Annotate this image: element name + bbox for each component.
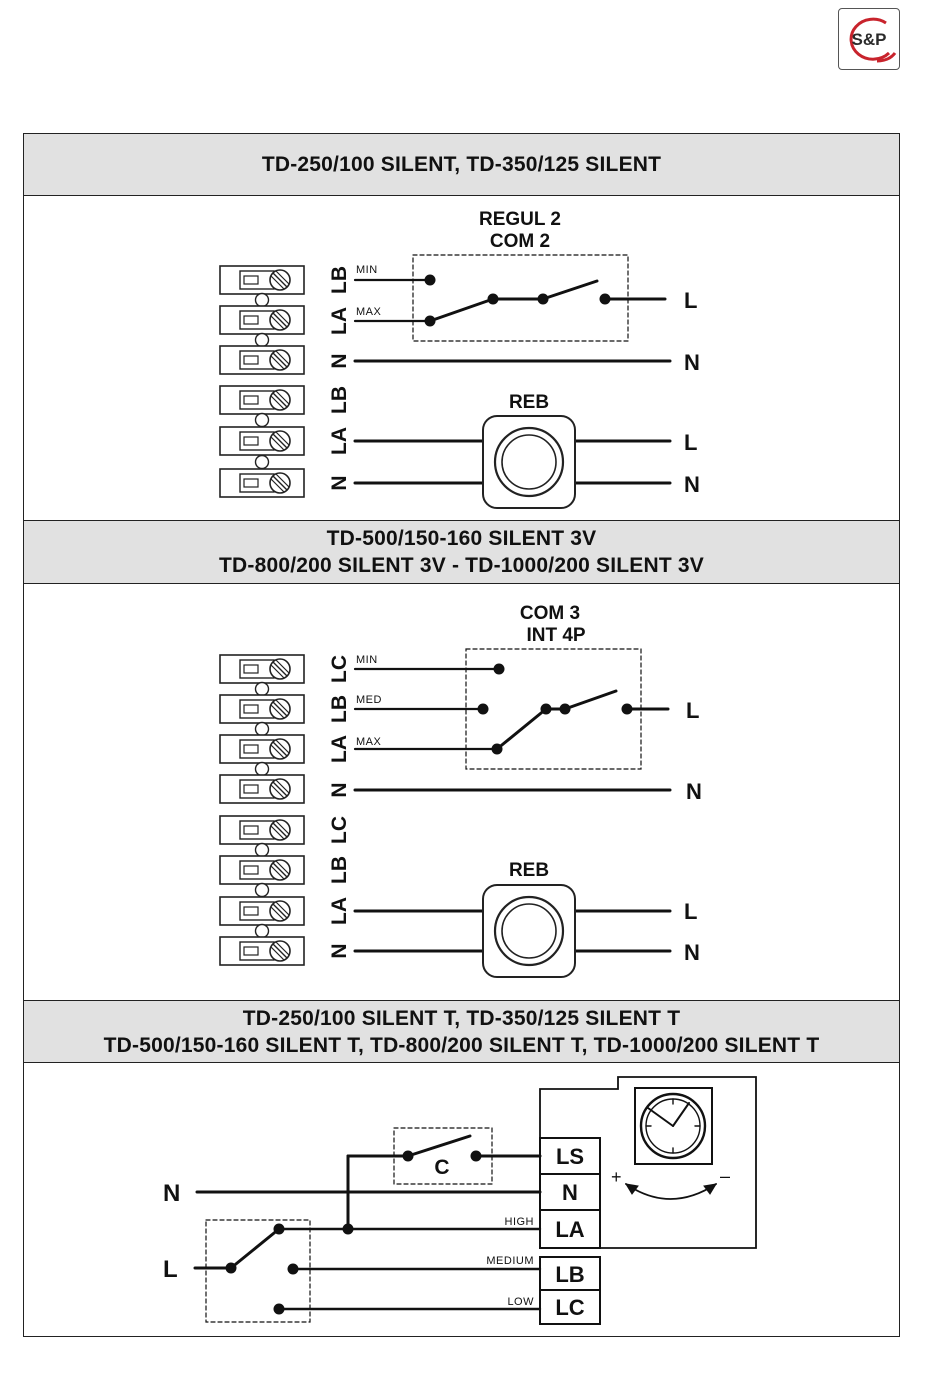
section-1-header: TD-250/100 SILENT, TD-350/125 SILENT — [24, 133, 899, 196]
wire-label-medium: MEDIUM — [486, 1255, 534, 1267]
terminal-block-n — [218, 467, 306, 499]
reb-speed-controller — [481, 883, 577, 979]
output-label-n: N — [684, 472, 700, 497]
terminal-label-n: N — [328, 475, 351, 490]
terminal-label-la: LA — [328, 427, 351, 455]
terminal-label-n: N — [328, 353, 351, 368]
switch-lever — [428, 297, 495, 323]
brand-logo: S&P — [838, 8, 900, 70]
terminal-block-la — [218, 425, 306, 457]
terminal-label-lc: LC — [328, 655, 351, 683]
terminal-label-ls: LS — [556, 1144, 584, 1169]
terminal-label-lb: LB — [555, 1262, 584, 1287]
wire-label-high: HIGH — [505, 1216, 535, 1228]
terminal-block-lb — [218, 854, 306, 886]
reb-speed-controller — [481, 414, 577, 510]
terminal-block-la — [218, 895, 306, 927]
section-3-title-line-2: TD-500/150-160 SILENT T, TD-800/200 SILE… — [103, 1033, 820, 1057]
switch-box-regul — [412, 254, 629, 342]
wire-label-min: MIN — [356, 654, 378, 666]
section-1-switch-diagram — [218, 254, 672, 376]
terminal-block-la — [218, 733, 306, 765]
terminal-block-lb — [218, 693, 306, 725]
output-label-l: L — [686, 698, 699, 723]
switch-title-line-1: COM 3 — [520, 603, 580, 624]
terminal-block-lc — [218, 814, 306, 846]
switch-lever — [541, 279, 599, 301]
wire-label-min: MIN — [356, 264, 378, 276]
terminal-block-lc — [218, 653, 306, 685]
section-3-title-line-1: TD-250/100 SILENT T, TD-350/125 SILENT T — [242, 1006, 681, 1030]
terminal-label-la: LA — [328, 735, 351, 763]
terminal-block-n — [218, 773, 306, 805]
terminal-label-n: N — [562, 1180, 578, 1205]
terminal-block-n — [218, 344, 306, 376]
reb-label: REB — [509, 860, 549, 881]
contact-label-c: C — [434, 1156, 449, 1179]
output-label-l: L — [684, 899, 697, 924]
section-3-header: TD-250/100 SILENT T, TD-350/125 SILENT T… — [24, 1000, 899, 1063]
terminal-label-la: LA — [328, 307, 351, 335]
contact-points — [225, 274, 633, 1315]
timer-plus-label: + — [611, 1167, 622, 1187]
wire-label-med: MED — [356, 694, 382, 706]
wire-label-low: LOW — [507, 1296, 534, 1308]
terminal-label-la: LA — [555, 1217, 584, 1242]
switch-title-line-2: INT 4P — [526, 625, 585, 646]
section-2-switch-diagram — [218, 648, 672, 805]
output-label-l: L — [684, 430, 697, 455]
section-2-title-line-2: TD-800/200 SILENT 3V - TD-1000/200 SILEN… — [219, 554, 704, 577]
output-label-n: N — [684, 350, 700, 375]
terminal-label-la: LA — [328, 897, 351, 925]
terminal-block-lb — [218, 384, 306, 416]
section-2-reb-diagram — [218, 814, 672, 979]
logo-mark-icon: S&P — [849, 17, 897, 63]
terminal-label-lb: LB — [328, 386, 351, 414]
logo-text: S&P — [852, 30, 887, 49]
output-label-n: N — [684, 940, 700, 965]
terminal-label-lb: LB — [328, 695, 351, 723]
timer-minus-label: – — [720, 1166, 730, 1186]
section-2-title-line-1: TD-500/150-160 SILENT 3V — [326, 527, 597, 550]
timer-adjust-arc — [625, 1183, 717, 1200]
output-label-l: L — [684, 288, 697, 313]
input-label-l: L — [163, 1256, 178, 1283]
terminal-block-n — [218, 935, 306, 967]
terminal-label-lc: LC — [328, 816, 351, 844]
reb-label: REB — [509, 392, 549, 413]
terminal-label-lc: LC — [555, 1295, 584, 1320]
terminal-label-n: N — [328, 943, 351, 958]
timer-clock-icon — [634, 1087, 713, 1165]
section-1-title: TD-250/100 SILENT, TD-350/125 SILENT — [261, 153, 662, 176]
terminal-label-lb: LB — [328, 266, 351, 294]
terminal-label-lb: LB — [328, 856, 351, 884]
section-2-header: TD-500/150-160 SILENT 3V TD-800/200 SILE… — [24, 520, 899, 584]
switch-title-line-1: REGUL 2 — [479, 209, 561, 230]
section-3-timer-diagram — [193, 1076, 757, 1325]
section-1-reb-diagram — [218, 384, 672, 510]
wire-label-max: MAX — [356, 736, 382, 748]
terminal-label-n: N — [328, 782, 351, 797]
wire-label-max: MAX — [356, 306, 382, 318]
terminal-block-la — [218, 304, 306, 336]
switch-box-speed — [205, 1219, 311, 1323]
switch-title-line-2: COM 2 — [490, 231, 550, 252]
terminal-lc — [539, 1289, 601, 1325]
output-label-n: N — [686, 779, 702, 804]
input-label-n: N — [163, 1180, 180, 1207]
terminal-block-lb — [218, 264, 306, 296]
